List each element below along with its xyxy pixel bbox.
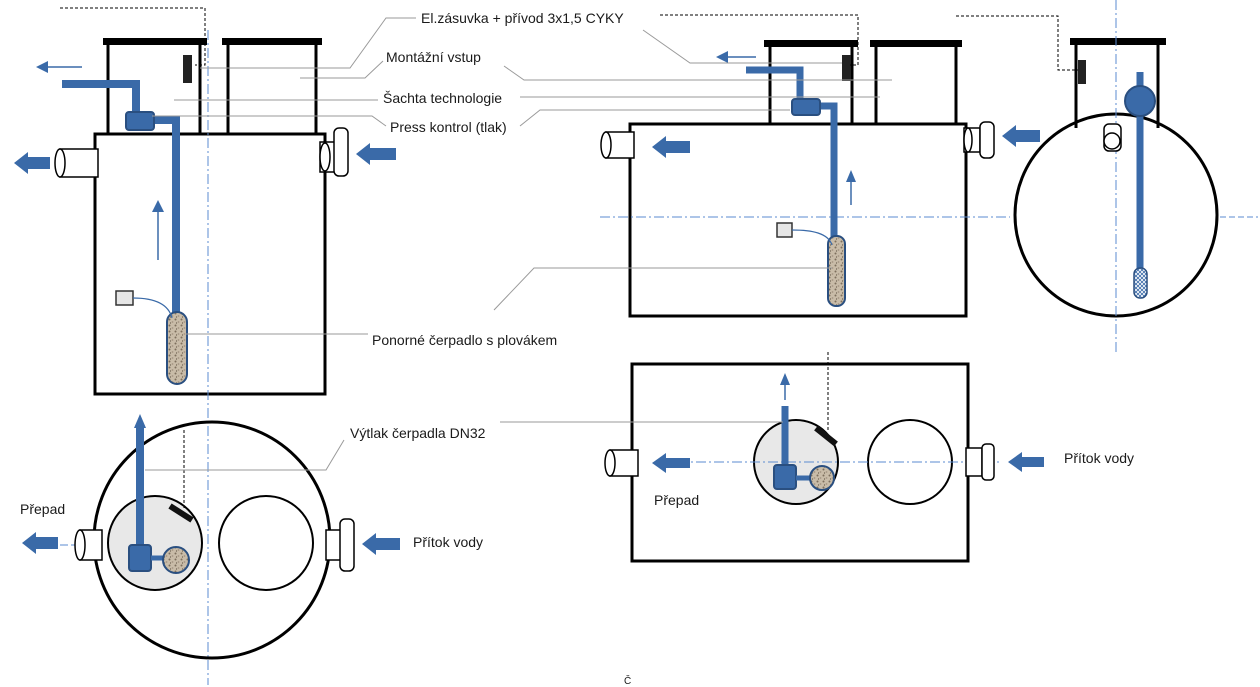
label-ponorne-cerpadlo: Ponorné čerpadlo s plovákem <box>372 332 558 348</box>
left-plan-up-arrow <box>134 414 146 428</box>
left-mount-access-lid <box>222 38 322 45</box>
right-tank-body <box>628 122 968 318</box>
label-press-kontrol: Press kontrol (tlak) <box>390 119 507 135</box>
label-pritok-right: Přítok vody <box>1064 450 1135 466</box>
right-inflow-end <box>963 127 973 153</box>
right-inflow-arrow <box>1002 125 1040 147</box>
right-overflow-arrow <box>652 136 690 158</box>
leader-montazni-right <box>503 65 892 81</box>
left-inflow-flange <box>333 127 349 177</box>
right-plan-overflow-arrow <box>652 453 690 473</box>
leader-montazni <box>300 60 384 79</box>
right-flow-up-arrow <box>846 170 856 182</box>
label-el-zasuvka: El.zásuvka + přívod 3x1,5 CYKY <box>421 10 624 26</box>
left-plan-mount-access <box>218 495 314 591</box>
left-overflow-arrow <box>14 152 50 174</box>
left-overflow-pipe <box>59 148 99 178</box>
leader-vytlak <box>145 439 345 471</box>
left-float-switch <box>115 290 134 306</box>
label-prepad-left: Přepad <box>20 501 66 517</box>
end-view-socket <box>1078 60 1086 84</box>
left-plan-view <box>22 414 400 660</box>
label-pritok-left: Přítok vody <box>413 534 484 550</box>
left-socket <box>183 55 192 83</box>
right-mount-access-lid <box>870 40 962 47</box>
label-vytlak-cerpadla: Výtlak čerpadla DN32 <box>350 425 486 441</box>
left-plan-overflow-end <box>74 529 86 561</box>
right-plan-inflow-arrow <box>1008 452 1044 472</box>
label-montazni-vstup: Montážní vstup <box>386 49 481 65</box>
right-plan-pump <box>773 464 797 490</box>
left-float-cable <box>132 297 173 319</box>
leader-cerpadlo-right <box>493 267 832 311</box>
end-view-float-ball <box>1103 132 1121 150</box>
left-press-control <box>125 111 155 131</box>
leader-press-right <box>519 109 790 127</box>
right-plan-float <box>809 465 835 491</box>
left-overflow-pipe-end <box>54 148 66 178</box>
leader-lines <box>145 17 892 471</box>
right-inflow-flange <box>979 121 995 159</box>
end-view-cable-dashed <box>956 15 1078 71</box>
left-tank-body <box>93 132 327 396</box>
right-end-view <box>956 0 1258 352</box>
right-overflow-end <box>600 131 612 159</box>
left-plan-tech-shaft <box>107 495 203 591</box>
right-plan-inflow-pipe <box>965 447 983 477</box>
left-outflow-arrow <box>36 61 48 73</box>
right-press-control <box>791 98 821 116</box>
left-plan-inflow-flange <box>339 518 355 572</box>
left-plan-socket <box>168 503 194 523</box>
label-prepad-right: Přepad <box>654 492 700 508</box>
right-plan-view <box>604 352 1044 563</box>
leader-press <box>152 115 387 127</box>
left-flow-up-arrow <box>152 200 164 212</box>
right-cable-dashed <box>660 14 859 66</box>
left-inflow-pipe-end <box>319 142 331 172</box>
left-plan-inflow-arrow <box>362 533 400 555</box>
right-plan-overflow-end <box>604 449 616 477</box>
right-side-view <box>600 14 1040 318</box>
left-plan-pump <box>128 544 152 572</box>
leader-el-zasuvka-right <box>642 29 842 64</box>
right-float-switch <box>776 222 793 238</box>
leader-el-zasuvka <box>200 17 416 69</box>
left-inflow-arrow <box>356 143 396 165</box>
end-view-shaft <box>1074 42 1160 128</box>
left-pump <box>166 311 188 385</box>
left-discharge-pipe <box>62 80 140 118</box>
left-plan-overflow-arrow <box>22 532 58 554</box>
label-sachta-technologie: Šachta technologie <box>383 90 503 106</box>
right-riser-pipe <box>818 102 838 245</box>
right-discharge-pipe <box>746 66 804 100</box>
right-plan-up-arrow <box>780 373 790 385</box>
right-float-cable <box>791 229 833 246</box>
right-plan-inflow-flange <box>981 443 995 481</box>
right-plan-socket <box>814 425 838 447</box>
end-view-pump <box>1133 267 1148 299</box>
end-view-press-control <box>1124 85 1156 117</box>
left-plan-float <box>162 546 190 574</box>
right-mount-access <box>874 44 958 124</box>
end-view-shaft-lid <box>1070 38 1166 45</box>
left-side-view <box>14 7 396 685</box>
left-riser-pipe <box>152 116 180 325</box>
right-outflow-arrow <box>716 51 728 63</box>
right-pump <box>827 235 846 307</box>
left-tech-shaft-lid <box>103 38 207 45</box>
right-tech-shaft <box>768 44 854 124</box>
stray-mark: Č <box>624 676 632 687</box>
right-socket <box>842 55 851 81</box>
left-mount-access <box>226 42 318 134</box>
left-cable-dashed <box>60 7 206 66</box>
right-tech-shaft-lid <box>764 40 858 47</box>
